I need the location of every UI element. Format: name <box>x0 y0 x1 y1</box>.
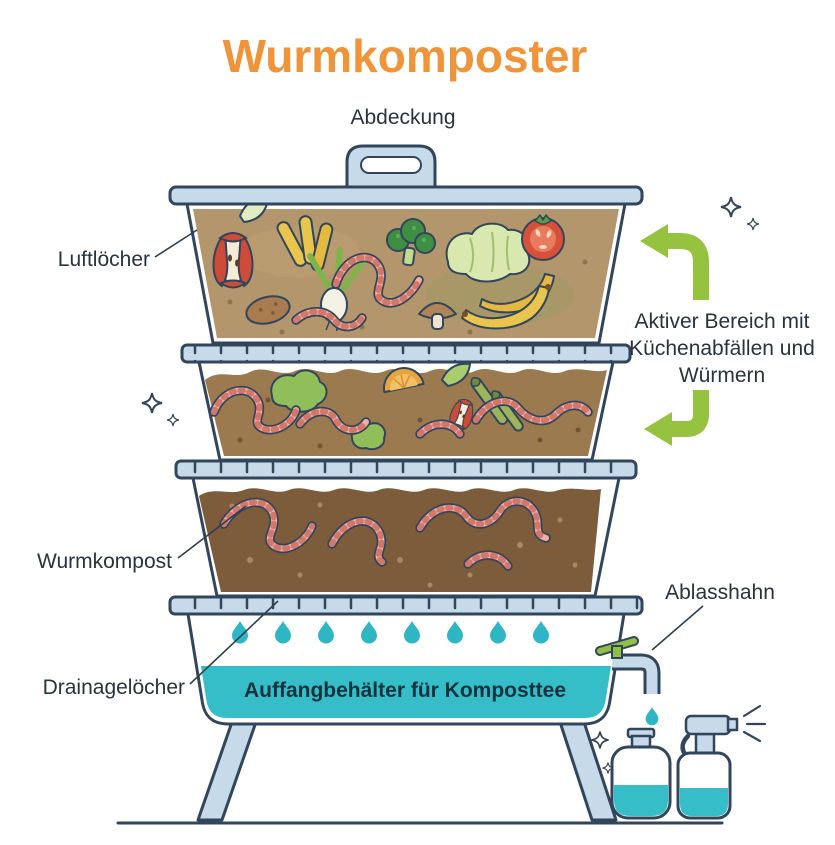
cover-label: Abdeckung <box>350 106 455 129</box>
banana-peel-strips <box>276 215 334 272</box>
worm-compost-label: Wurmkompost <box>37 550 172 573</box>
active-area-arrow-down <box>644 390 709 446</box>
tray-middle-active-compost <box>197 360 615 462</box>
air-holes-rim-upper <box>180 343 632 364</box>
collection-container: Auffangbehälter für Komposttee <box>186 612 626 726</box>
compost-speckles <box>237 397 581 449</box>
collection-bottle <box>610 727 672 820</box>
page-title: Wurmkomposter <box>223 30 588 82</box>
lettuce-scrap <box>445 222 531 283</box>
drainage-holes-rim <box>168 595 644 616</box>
composter-legs <box>196 720 618 822</box>
tap-valve-handle <box>611 645 623 659</box>
air-holes-pointer-line <box>154 229 198 258</box>
mushroom-scrap <box>418 302 457 330</box>
apple-core <box>212 232 254 289</box>
tea-drop <box>645 707 659 726</box>
active-area-label-line3: Würmern <box>679 364 765 387</box>
air-holes-rim-lower <box>174 459 638 480</box>
compost-speckles <box>229 502 578 588</box>
active-area-label-line1: Aktiver Bereich mit <box>634 310 809 333</box>
lid-rim <box>168 185 644 206</box>
spray-lines <box>742 704 767 743</box>
compost-tea-liquid <box>201 666 611 718</box>
drainage-holes-pointer-line <box>189 600 279 685</box>
potato-scrap <box>245 295 291 325</box>
worm-compost-pointer-line <box>177 505 247 559</box>
air-holes-label: Luftlöcher <box>58 248 150 271</box>
tomato-scrap <box>521 214 565 261</box>
collection-container-label: Auffangbehälter für Komposttee <box>244 679 566 702</box>
banana <box>461 273 555 330</box>
spray-nozzle <box>726 717 739 732</box>
leaf-scrap <box>441 362 471 387</box>
tray-top-kitchen-scraps <box>185 198 627 345</box>
drain-tap-pointer-line <box>651 605 704 651</box>
drainage-holes-label: Drainagelöcher <box>43 676 185 699</box>
active-area-arrow-up <box>640 224 709 300</box>
lettuce-scrap <box>270 369 328 413</box>
active-area-label-line2: Küchenabfällen und <box>629 337 815 360</box>
spray-bottle <box>676 704 767 820</box>
citrus-slice <box>383 367 425 394</box>
lid-handle <box>345 144 437 192</box>
tray-bottom-worm-compost <box>191 476 621 598</box>
compost-speckles <box>227 259 588 335</box>
active-area-label: Aktiver Bereich mit Küchenabfällen und W… <box>629 310 815 387</box>
drain-tap-label: Ablasshahn <box>665 581 775 604</box>
broccoli-scrap <box>386 218 436 267</box>
drain-tap <box>595 636 661 726</box>
